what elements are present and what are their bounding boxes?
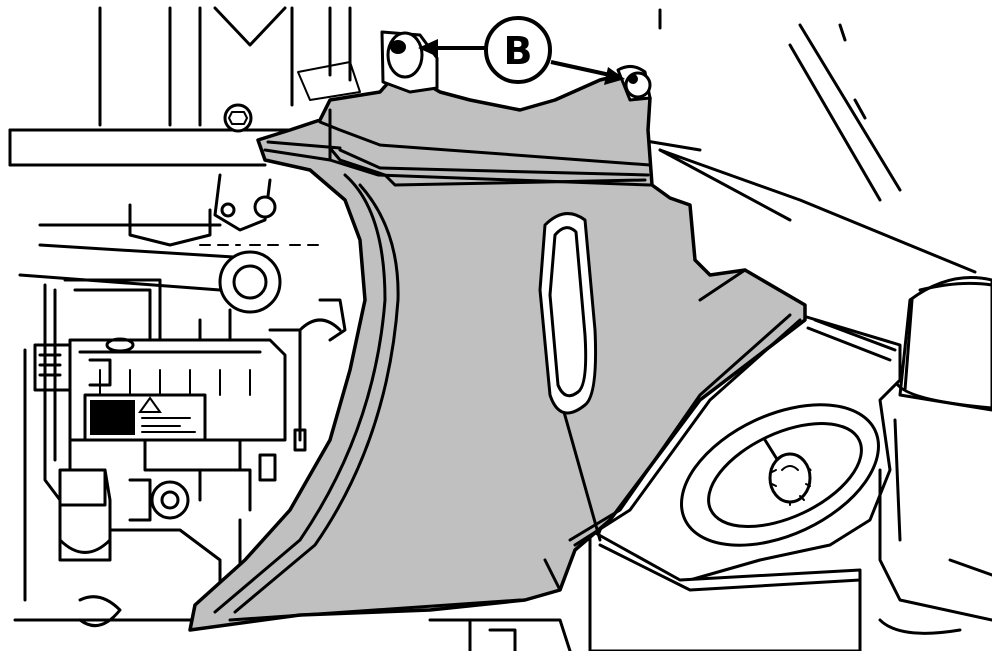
mounting-bolt-left	[380, 30, 439, 94]
callout-circle	[484, 16, 552, 84]
warning-triangle-icon	[138, 396, 162, 413]
floor-edge	[428, 618, 572, 651]
callout-label: B	[504, 29, 533, 73]
cover-slot	[538, 212, 598, 415]
reservoir	[893, 276, 992, 412]
callout-b: B	[418, 16, 625, 85]
floor-bracket	[488, 628, 517, 651]
engine-components	[13, 278, 347, 628]
callout-arrow-right	[550, 60, 611, 77]
warning-label-block	[90, 400, 135, 435]
arrowhead-left-icon	[418, 39, 438, 57]
background-frame	[8, 6, 662, 167]
right-panel	[638, 23, 977, 274]
filler-cap-icon	[768, 452, 812, 506]
engine-boss	[218, 250, 282, 314]
mounting-bolt-right	[616, 65, 652, 102]
mounting-bracket	[18, 103, 277, 292]
battery-box	[588, 418, 992, 651]
arrowhead-right-icon	[604, 67, 625, 85]
